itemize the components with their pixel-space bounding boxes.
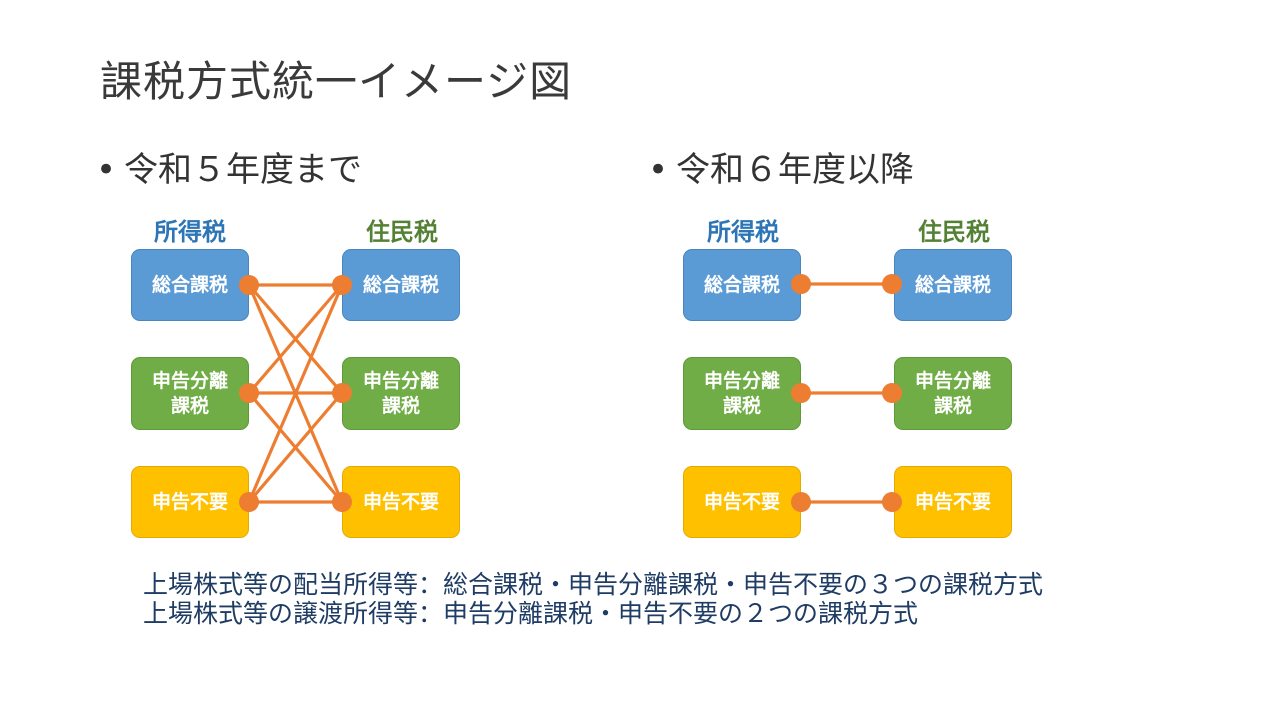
resident-separate-box-after: 申告分離 課税 (894, 357, 1012, 430)
resident-tax-header-after: 住民税 (918, 218, 990, 246)
notes: 上場株式等の配当所得等：総合課税・申告分離課税・申告不要の３つの課税方式 上場株… (143, 570, 1043, 628)
section-heading-after: •令和６年度以降 (648, 142, 914, 191)
income-nofiling-box-before: 申告不要 (131, 466, 249, 538)
income-separate-box-after: 申告分離 課税 (683, 357, 801, 430)
resident-aggregate-box-before: 総合課税 (342, 249, 460, 321)
note-capital-gains: 上場株式等の譲渡所得等：申告分離課税・申告不要の２つの課税方式 (143, 599, 919, 628)
resident-nofiling-box-before: 申告不要 (342, 466, 460, 538)
income-tax-header-before: 所得税 (154, 218, 226, 246)
income-aggregate-box-after: 総合課税 (683, 249, 801, 321)
income-tax-header-after: 所得税 (707, 218, 779, 246)
page-title: 課税方式統一イメージ図 (100, 57, 573, 106)
connectors-one-to-one (791, 274, 902, 512)
resident-tax-header-before: 住民税 (366, 218, 438, 246)
connector-line (247, 283, 344, 395)
connector-line (247, 283, 344, 395)
connector-line (247, 284, 344, 503)
section-heading-after-text: 令和６年度以降 (676, 150, 914, 190)
income-separate-box-before: 申告分離 課税 (131, 357, 249, 430)
resident-separate-box-before: 申告分離 課税 (342, 357, 460, 430)
resident-nofiling-box-after: 申告不要 (894, 466, 1012, 538)
note-dividends: 上場株式等の配当所得等：総合課税・申告分離課税・申告不要の３つの課税方式 (143, 570, 1044, 599)
bullet-icon: • (648, 150, 669, 190)
income-nofiling-box-after: 申告不要 (683, 466, 801, 538)
connectors-all-to-all (239, 275, 352, 512)
section-heading-before-text: 令和５年度まで (124, 150, 362, 190)
section-heading-before: •令和５年度まで (96, 142, 362, 191)
connector-line (247, 391, 344, 504)
income-aggregate-box-before: 総合課税 (131, 249, 249, 321)
connector-line (247, 284, 344, 503)
connector-line (247, 391, 344, 504)
resident-aggregate-box-after: 総合課税 (894, 249, 1012, 321)
bullet-icon: • (96, 150, 117, 190)
